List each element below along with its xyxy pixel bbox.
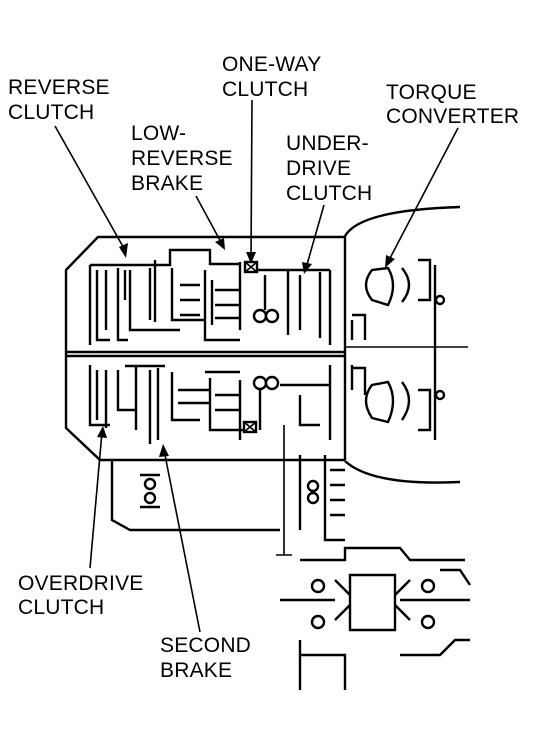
- svg-text:CONVERTER: CONVERTER: [386, 105, 519, 128]
- svg-text:UNDER-: UNDER-: [286, 132, 369, 155]
- lower-clutch-section: [88, 364, 332, 556]
- bearing-transfer-2: [306, 491, 320, 505]
- svg-text:BRAKE: BRAKE: [131, 172, 203, 195]
- svg-text:CLUTCH: CLUTCH: [286, 182, 372, 205]
- bearing-transfer-1: [306, 479, 320, 493]
- arrow-reverse-clutch: [54, 125, 127, 253]
- upper-clutch-section: [88, 248, 332, 345]
- bearing-upper-2: [264, 308, 280, 324]
- label-torque-converter: TORQUE CONVERTER: [386, 81, 519, 128]
- transfer-shaft: [276, 425, 292, 556]
- impeller-upper: [364, 266, 395, 307]
- bearing-lower-1: [252, 375, 268, 391]
- svg-text:CLUTCH: CLUTCH: [8, 101, 94, 124]
- label-reverse-clutch: REVERSE CLUTCH: [8, 76, 110, 124]
- bearing-upper-1: [252, 308, 268, 324]
- svg-text:OVERDRIVE: OVERDRIVE: [18, 572, 144, 595]
- label-one-way-clutch: ONE-WAY CLUTCH: [222, 53, 321, 101]
- svg-text:DRIVE: DRIVE: [286, 157, 351, 180]
- final-drive-housing: [110, 455, 471, 690]
- svg-text:CLUTCH: CLUTCH: [18, 596, 104, 619]
- svg-text:BRAKE: BRAKE: [160, 659, 232, 682]
- svg-text:SECOND: SECOND: [160, 634, 251, 657]
- arrow-second-brake: [163, 449, 201, 633]
- svg-text:LOW-: LOW-: [131, 122, 186, 145]
- transmission-case: [64, 205, 468, 484]
- leader-arrows: [54, 99, 459, 633]
- svg-text:REVERSE: REVERSE: [131, 147, 233, 170]
- svg-text:REVERSE: REVERSE: [8, 76, 110, 99]
- svg-text:TORQUE: TORQUE: [386, 81, 477, 104]
- label-underdrive-clutch: UNDER- DRIVE CLUTCH: [286, 132, 372, 205]
- torque-converter: [350, 258, 446, 440]
- bearing-diff-right: [420, 614, 436, 630]
- arrow-one-way-clutch: [250, 99, 253, 259]
- label-overdrive-clutch: OVERDRIVE CLUTCH: [18, 572, 144, 619]
- label-second-brake: SECOND BRAKE: [160, 634, 251, 682]
- bearing-diff-left: [310, 614, 326, 630]
- label-low-reverse-brake: LOW- REVERSE BRAKE: [131, 122, 233, 195]
- bearing-lower-2: [264, 375, 280, 391]
- arrow-torque-converter: [387, 127, 459, 263]
- svg-text:CLUTCH: CLUTCH: [222, 78, 308, 101]
- svg-text:ONE-WAY: ONE-WAY: [222, 53, 321, 76]
- impeller-lower: [364, 380, 395, 424]
- arrow-overdrive-clutch: [89, 431, 103, 569]
- differential-case: [348, 573, 397, 632]
